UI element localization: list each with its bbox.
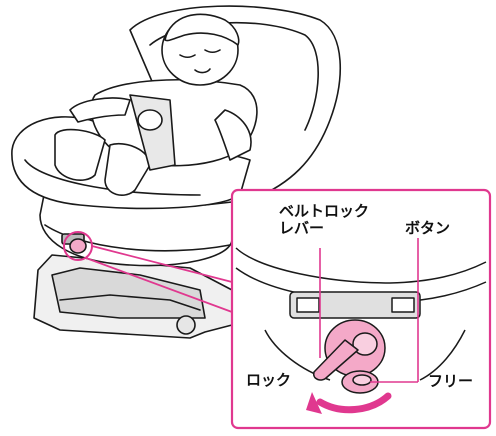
detail-inset-drawing <box>235 247 487 394</box>
seat-lever-knob <box>69 238 87 254</box>
buckle <box>137 109 163 131</box>
rotation-arrow-head <box>306 392 322 414</box>
belt-lock-lever <box>313 339 359 381</box>
label-belt-lock-lever-line1: ベルトロック <box>279 202 370 220</box>
rotation-arrow-icon <box>316 392 392 414</box>
child-hair <box>164 13 240 46</box>
callout-line <box>91 245 233 283</box>
label-lock: ロック <box>246 371 292 389</box>
child-leg-right <box>104 143 151 196</box>
car-seat-illustration <box>11 5 342 339</box>
base-wheel <box>176 315 196 335</box>
label-belt-lock-lever-line2: レバー <box>279 219 325 237</box>
child-arm-left <box>69 97 131 123</box>
child-leg-left <box>54 128 106 181</box>
label-free: フリー <box>428 372 474 390</box>
label-button: ボタン <box>405 219 451 237</box>
child-arm-right <box>214 109 252 161</box>
callout-line <box>85 257 233 313</box>
